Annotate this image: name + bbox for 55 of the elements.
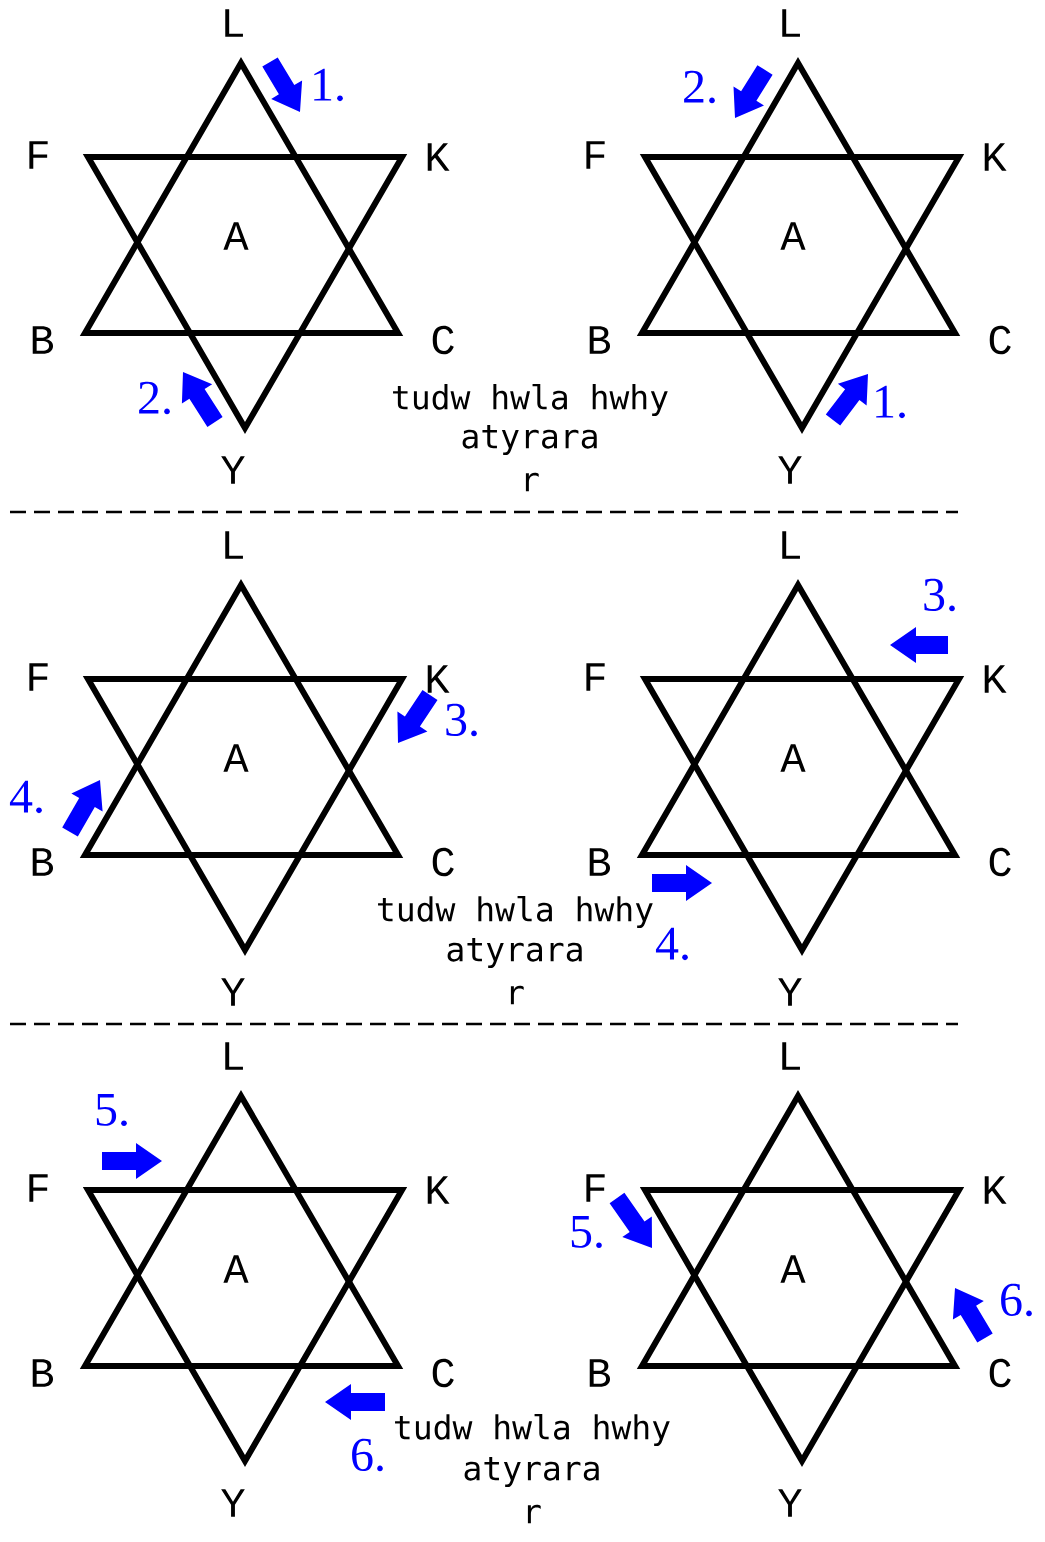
step-number: 5. — [96, 1093, 127, 1127]
vertex-letter: C — [989, 847, 1011, 877]
step-number: 2. — [684, 70, 715, 104]
vertex-letter: K — [984, 665, 1007, 693]
vertex-letter: Y — [221, 456, 245, 484]
vertex-letter: K — [984, 1176, 1007, 1204]
vertex-letter: L — [225, 9, 243, 37]
step-number: 3. — [924, 578, 955, 612]
caption-text: r — [527, 1504, 541, 1524]
vertex-letter: F — [586, 1174, 605, 1202]
vertex-letter: L — [225, 531, 243, 559]
step-number: 6. — [352, 1438, 383, 1472]
caption-text: atyrara — [464, 1457, 599, 1488]
caption-text: tudw hwla hwhy — [378, 895, 653, 929]
vertex-letter: Y — [778, 978, 802, 1006]
step-number: 4. — [9, 780, 42, 814]
vertex-letter: F — [29, 663, 48, 691]
vertex-letter: B — [32, 326, 53, 354]
step-number: 2. — [139, 381, 170, 415]
vertex-letter: L — [782, 1042, 800, 1070]
vertex-letter: Y — [778, 1489, 802, 1517]
vertex-letter: C — [432, 847, 454, 877]
vertex-letter: F — [29, 141, 48, 169]
vertex-letter: B — [589, 326, 610, 354]
vertex-letter: C — [432, 1358, 454, 1388]
vertex-letter: L — [782, 531, 800, 559]
caption-text: atyrara — [447, 938, 582, 969]
caption-text: tudw hwla hwhy — [395, 1413, 670, 1447]
vertex-letter: L — [782, 9, 800, 37]
step-number: 1. — [876, 385, 905, 419]
vertex-letter: B — [589, 848, 610, 876]
vertex-letter: F — [586, 663, 605, 691]
step-number: 3. — [446, 703, 477, 737]
caption-text: tudw hwla hwhy — [393, 383, 668, 417]
vertex-letter: K — [427, 143, 450, 171]
step-number: 1. — [314, 68, 343, 102]
vertex-letter: C — [989, 325, 1011, 355]
vertex-letter: K — [984, 143, 1007, 171]
step-number: 4. — [655, 927, 688, 961]
vertex-letter: F — [29, 1174, 48, 1202]
caption-text: r — [510, 985, 524, 1005]
vertex-letter: Y — [778, 456, 802, 484]
vertex-letter: B — [32, 1359, 53, 1387]
caption-text: atyrara — [462, 425, 597, 456]
vertex-letter: Y — [221, 978, 245, 1006]
vertex-letter: K — [427, 665, 450, 693]
vertex-letter: B — [589, 1359, 610, 1387]
vertex-letter: Y — [221, 1489, 245, 1517]
vertex-letter: K — [427, 1176, 450, 1204]
vertex-letter: B — [32, 848, 53, 876]
vertex-letter: C — [989, 1358, 1011, 1388]
vertex-letter: L — [225, 1042, 243, 1070]
vertex-letter: F — [586, 141, 605, 169]
caption-text: r — [525, 472, 539, 492]
vertex-letter: C — [432, 325, 454, 355]
